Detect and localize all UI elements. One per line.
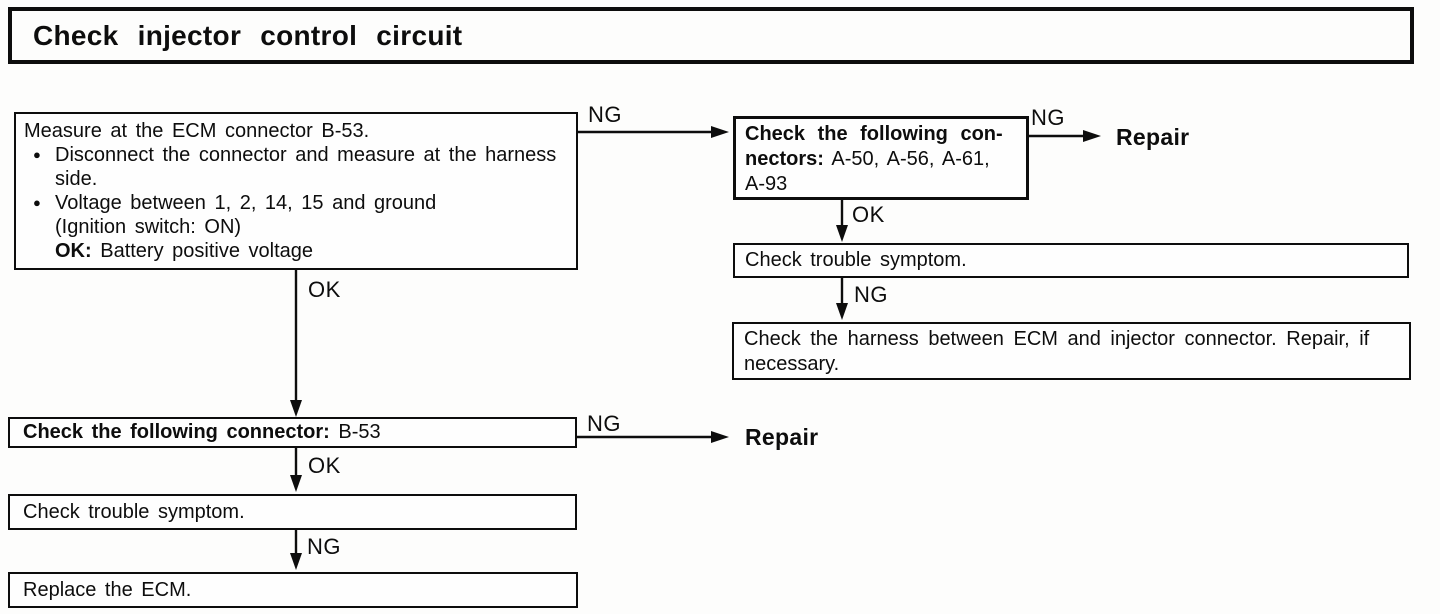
step-text-line: nectors: A-50, A-56, A-61,	[745, 147, 1017, 172]
step-check-trouble-symptom-right-box: Check trouble symptom.	[733, 243, 1409, 278]
step-text: Check trouble symptom.	[23, 501, 245, 523]
step-replace-ecm-box: Replace the ECM.	[8, 572, 578, 608]
step-text-bold: Check the following connector:	[23, 421, 330, 443]
arrowhead-ok-measure-to-b53	[290, 400, 302, 417]
arrowhead-ng-measure-to-connectors	[711, 126, 729, 138]
step-text-line: Check the following con-	[745, 123, 1003, 145]
arrowhead-ok-b53-to-trouble	[290, 475, 302, 492]
step-check-harness-box: Check the harness between ECM and inject…	[732, 322, 1411, 380]
bullet-icon: ●	[33, 147, 41, 162]
connector-id: B-53	[338, 421, 381, 443]
page-title: Check injector control circuit	[33, 19, 463, 51]
bullet-line: Voltage between 1, 2, 14, 15 and ground	[55, 192, 437, 214]
step-text-line: Check the harness between ECM and inject…	[744, 328, 1370, 350]
ok-condition-label: OK:	[55, 240, 92, 262]
bullet-line: side.	[55, 168, 98, 190]
branch-label-ng: NG	[1031, 105, 1065, 130]
title-box: Check injector control circuit	[8, 7, 1414, 64]
bullet-line: Disconnect the connector and measure at …	[55, 144, 557, 166]
branch-label-ok: OK	[852, 202, 885, 227]
step-text-bold: Check the following con-	[745, 122, 1017, 147]
step-check-connector-b53-box: Check the following connector: B-53	[8, 417, 577, 448]
step-check-connectors-box: Check the following con- nectors: A-50, …	[733, 116, 1029, 200]
branch-label-ng: NG	[854, 282, 888, 307]
arrowhead-ng-trouble-to-replace	[290, 553, 302, 570]
step-text-line: necessary.	[744, 353, 840, 375]
connector-ids: A-93	[745, 173, 788, 195]
arrowhead-ng-trouble-to-harness	[836, 303, 848, 320]
branch-label-ng: NG	[588, 102, 622, 127]
step-text: Replace the ECM.	[23, 579, 192, 601]
step-text: Check trouble symptom.	[745, 249, 967, 271]
step-heading: Measure at the ECM connector B-53.	[24, 120, 370, 142]
branch-label-ng: NG	[307, 534, 341, 559]
bullet-icon: ●	[33, 195, 41, 210]
bullet-item-disconnect: ● Disconnect the connector and measure a…	[24, 143, 568, 191]
terminal-repair: Repair	[745, 424, 819, 450]
branch-label-ok: OK	[308, 277, 341, 302]
bullet-line: (Ignition switch: ON)	[55, 216, 242, 238]
arrowhead-ng-connectors-to-repair	[1083, 130, 1101, 142]
arrowhead-ok-connectors-to-trouble	[836, 225, 848, 242]
connector-ids: A-50, A-56, A-61,	[831, 148, 990, 170]
step-check-trouble-symptom-left-box: Check trouble symptom.	[8, 494, 577, 530]
step-text-bold: nectors:	[745, 148, 824, 170]
step-text-line: A-93	[745, 172, 1017, 197]
branch-label-ng: NG	[587, 411, 621, 436]
arrowhead-ng-b53-to-repair	[711, 431, 729, 443]
terminal-repair: Repair	[1116, 124, 1190, 150]
ok-condition-value: Battery positive voltage	[100, 240, 314, 262]
step-measure-ecm-box: Measure at the ECM connector B-53. ● Dis…	[14, 112, 578, 270]
bullet-item-voltage: ● Voltage between 1, 2, 14, 15 and groun…	[24, 191, 568, 263]
branch-label-ok: OK	[308, 453, 341, 478]
bullet-text: Voltage between 1, 2, 14, 15 and ground …	[55, 191, 568, 263]
bullet-text: Disconnect the connector and measure at …	[55, 143, 568, 191]
